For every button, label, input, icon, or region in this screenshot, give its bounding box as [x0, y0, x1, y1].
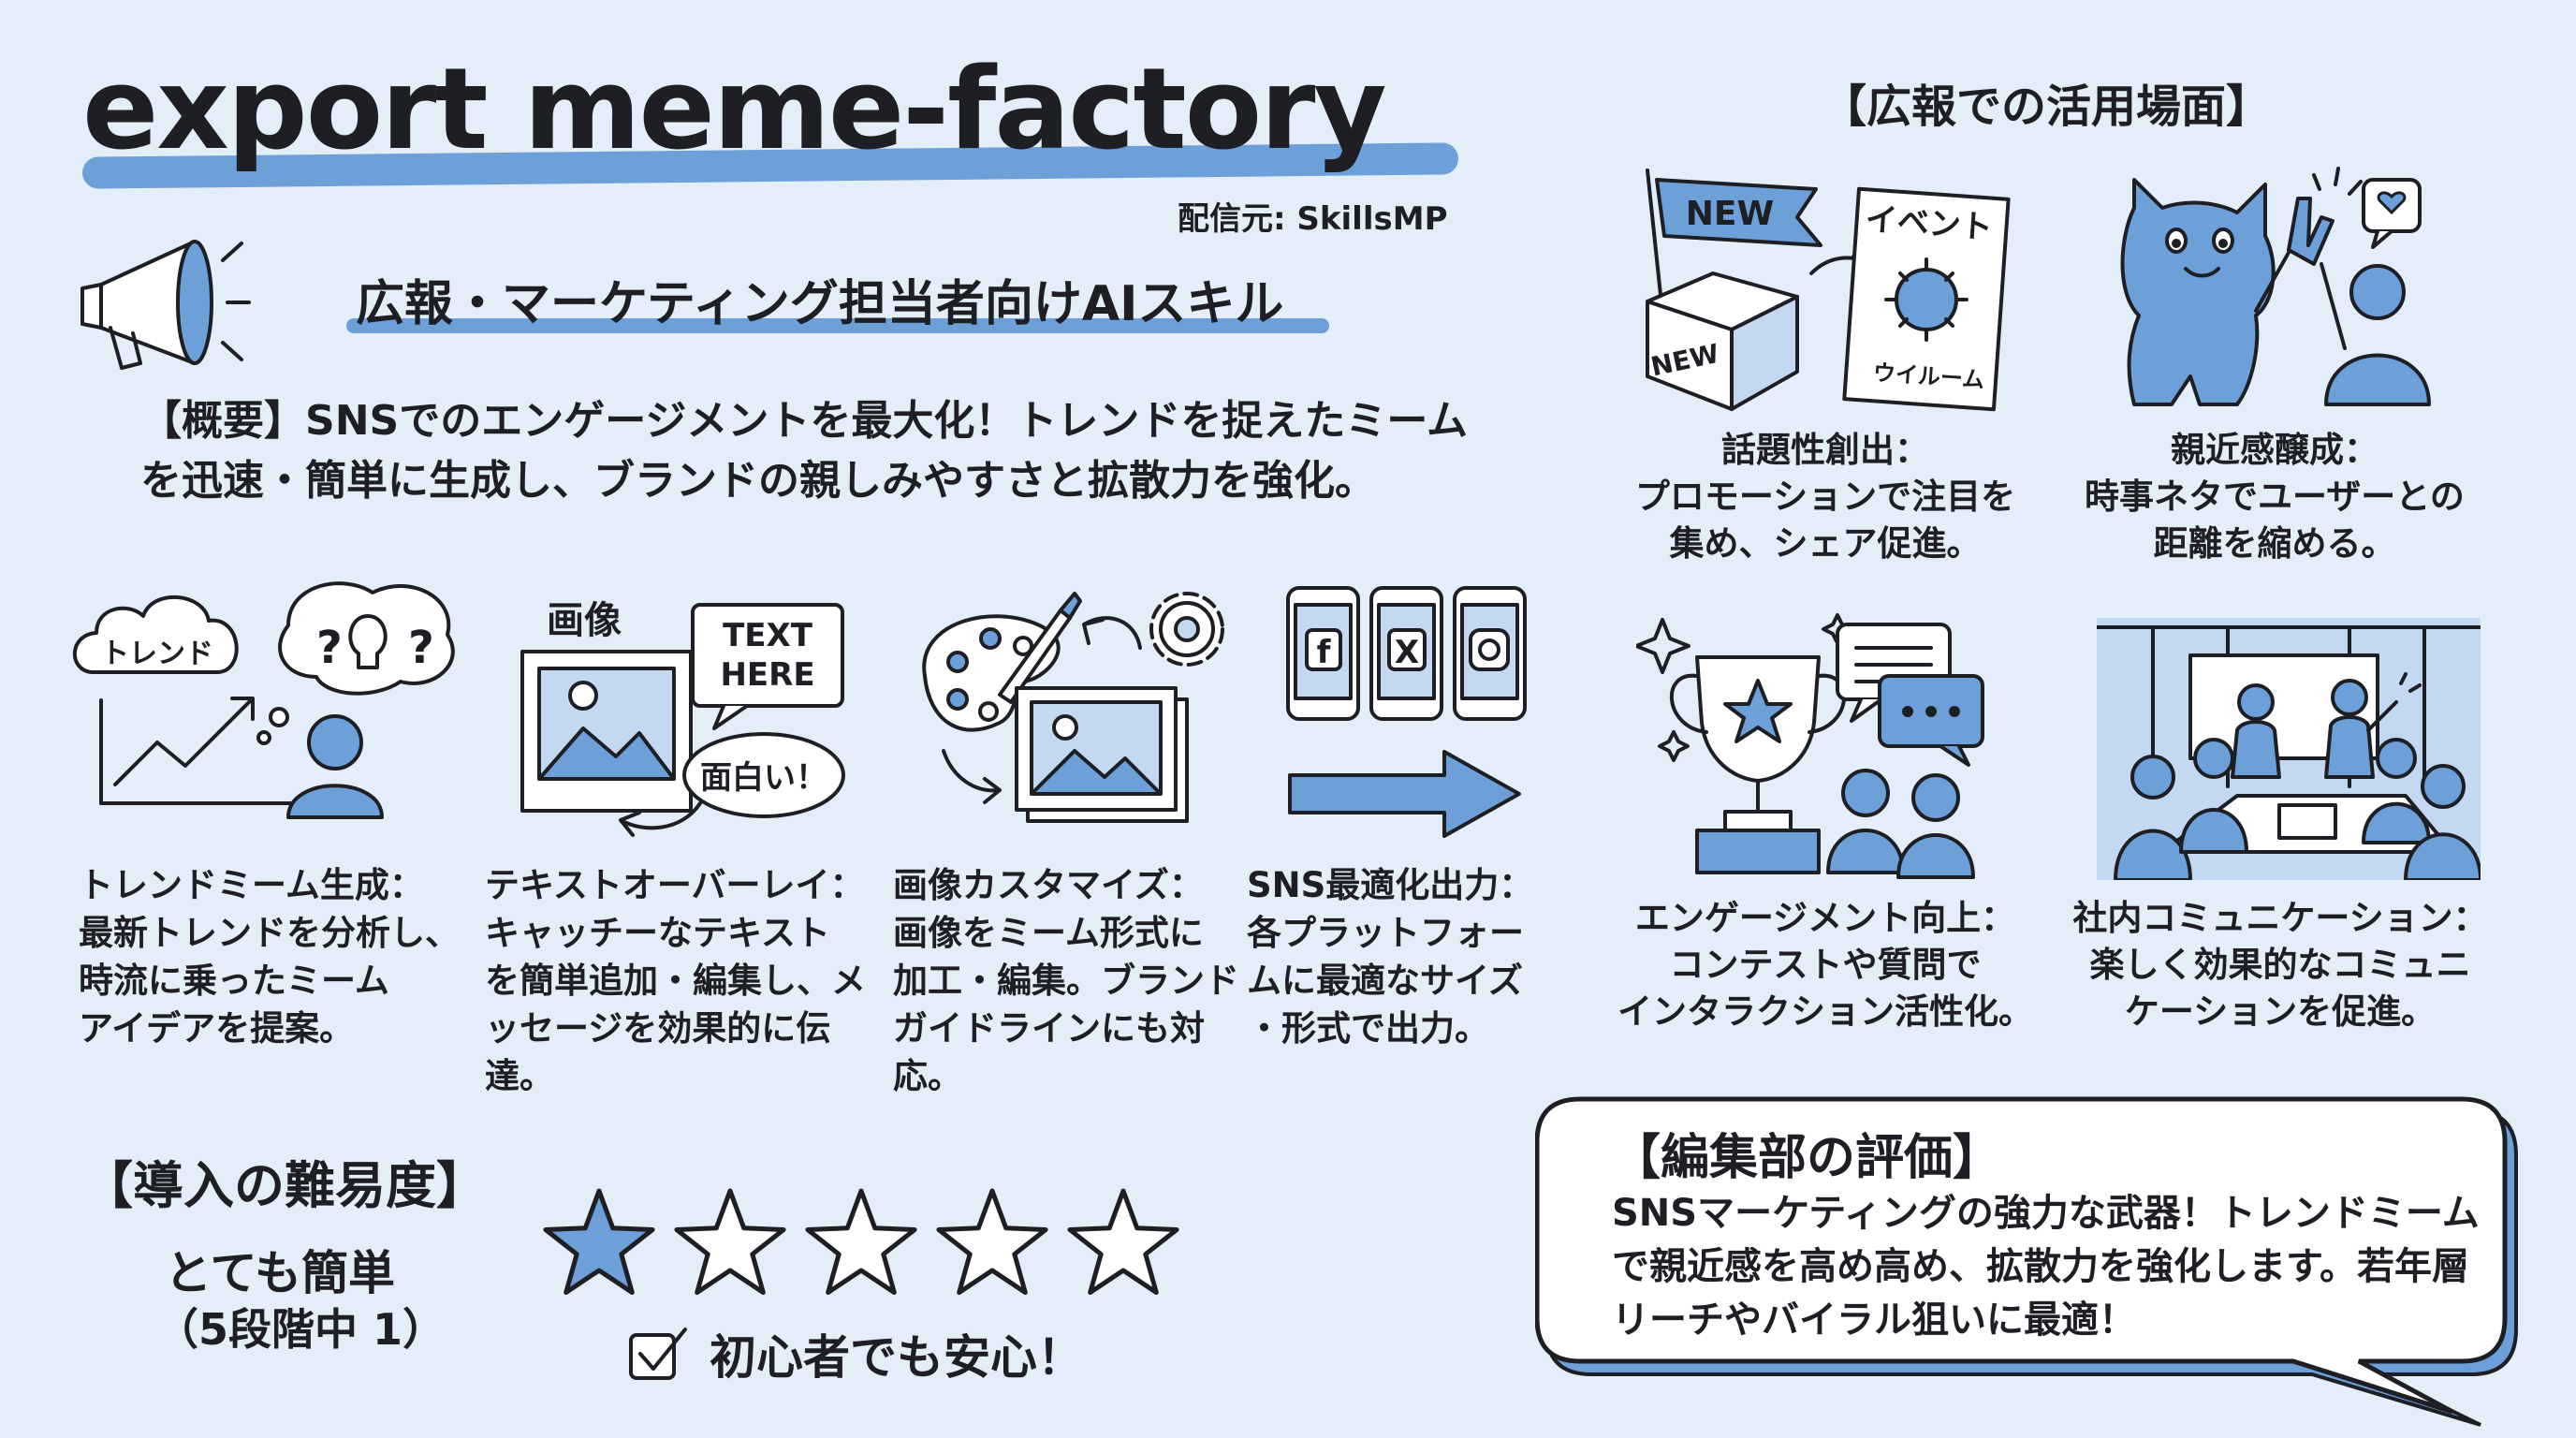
star-empty-icon — [674, 1188, 786, 1295]
trend-bubble-label: トレンド — [101, 638, 213, 670]
trend-idea-icon: トレンド ?? — [72, 581, 455, 819]
facebook-icon — [1305, 628, 1342, 671]
image-label: 画像 — [547, 599, 622, 642]
checkbox-icon — [629, 1328, 687, 1380]
difficulty-level: とても簡単 — [165, 1246, 395, 1300]
instagram-icon — [1469, 628, 1510, 671]
text-overlay-icon: 画像 TEXT HERE 面白い！ — [520, 599, 845, 837]
use-case-desc-buzz: 話題性創出： プロモーションで注目を 集め、シェア促進。 — [1634, 430, 2016, 564]
star-filled-icon — [543, 1188, 655, 1295]
use-case-desc-engagement: エンゲージメント向上： コンテストや質問で インタラクション活性化。 — [1617, 898, 2033, 1032]
feature-desc-sns-export: SNS最適化出力： 各プラットフォー ムに最適なサイズ ・形式で出力。 — [1247, 865, 1534, 1049]
use-cases-heading: 【広報での活用場面】 — [1822, 81, 2272, 133]
new-event-icon: NEW NEW イベント ウイルーム — [1646, 169, 2011, 412]
feature-desc-image-customize: 画像カスタマイズ： 画像をミーム形式に 加工・編集。ブランド ガイドラインにも対… — [893, 865, 1239, 1097]
funny-bubble-label: 面白い！ — [700, 759, 827, 797]
new-flag-label: NEW — [1686, 195, 1774, 233]
source-credit: 配信元: SkillsMP — [1178, 200, 1448, 238]
trophy-chat-icon — [1636, 613, 1984, 879]
svg-text:?: ? — [316, 622, 343, 674]
star-empty-icon — [1067, 1188, 1179, 1295]
use-case-desc-affinity: 親近感醸成： 時事ネタでユーザーとの 距離を縮める。 — [2085, 430, 2465, 564]
x-glyph: X — [1395, 634, 1419, 671]
feature-desc-trend: トレンドミーム生成： 最新トレンドを分析し、 時流に乗ったミーム アイデアを提案… — [79, 865, 460, 1049]
page-subtitle: 広報・マーケティング担当者向けAIスキル — [356, 276, 1284, 332]
megaphone-icon — [80, 240, 251, 370]
subtitle-underline — [346, 318, 1329, 333]
svg-text:?: ? — [408, 622, 434, 674]
page-title: export meme-factory — [82, 45, 1387, 175]
review-speech-bubble — [1535, 1096, 2518, 1427]
beginner-note: 初心者でも安心！ — [710, 1330, 1084, 1385]
feature-desc-text-overlay: テキストオーバーレイ： キャッチーなテキスト を簡単追加・編集し、メ ッセージを… — [485, 865, 866, 1097]
difficulty-stars — [543, 1188, 1179, 1295]
team-meeting-icon — [2097, 618, 2481, 880]
difficulty-heading: 【導入の難易度】 — [82, 1156, 487, 1215]
review-text: SNSマーケティングの強力な武器！トレンドミームで親近感を高め高め、拡散力を強化… — [1612, 1192, 2480, 1342]
summary-text: 【概要】SNSでのエンゲージメントを最大化！トレンドを捉えたミームを迅速・簡単に… — [140, 397, 1469, 505]
sns-export-icon: f X — [1286, 586, 1527, 838]
use-case-desc-internal: 社内コミュニケーション： 楽しく効果的なコミュニ ケーションを促進。 — [2072, 898, 2488, 1032]
facebook-glyph: f — [1317, 634, 1332, 671]
text-here-label-2: HERE — [720, 656, 814, 694]
star-empty-icon — [936, 1188, 1048, 1295]
difficulty-scale: （5段階中 1） — [155, 1304, 446, 1355]
event-poster-label: イベント — [1865, 200, 1994, 246]
text-here-label-1: TEXT — [723, 617, 813, 654]
star-empty-icon — [805, 1188, 917, 1295]
image-customize-icon — [922, 592, 1224, 823]
x-logo-icon — [1387, 628, 1427, 671]
review-heading: 【編集部の評価】 — [1612, 1130, 2002, 1186]
mascot-highfive-icon — [2120, 167, 2431, 406]
